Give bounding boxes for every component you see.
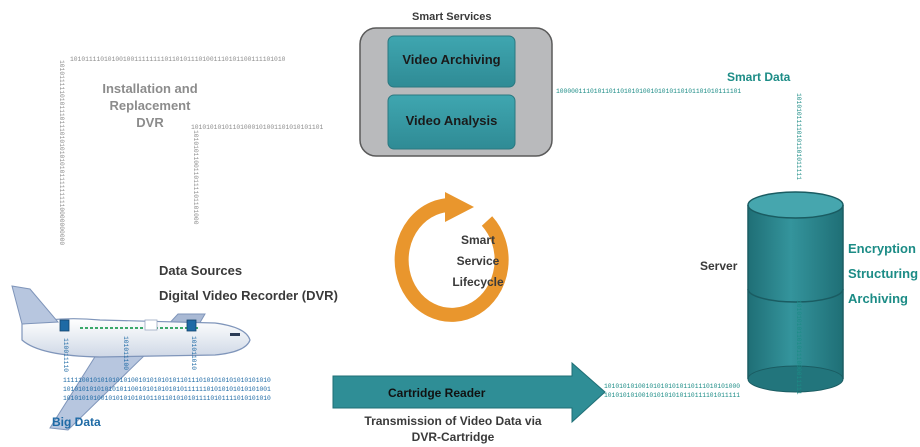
data-sources-label: Data Sources [159,263,243,278]
bits-right-row1: 101010101001010101010110111010101000 [604,383,741,390]
transmission-label: Transmission of Video Data via DVR-Cartr… [355,413,551,445]
bits-mid-gray-vertical: 1010101100110111101101000 [192,130,199,225]
archiving-label: Archiving [848,291,908,306]
big-data-label: Big Data [52,415,101,429]
bits-plane-3: 101011010 [190,336,197,371]
video-analysis-label: Video Analysis [405,113,498,128]
installation-line1: Installation and [102,81,198,96]
server-cylinder-icon [747,191,844,393]
lifecycle-arrow-icon [394,192,509,322]
bits-big-data-row3: 1010101010010101010101011011010101011110… [63,395,271,402]
bits-server-bottom-vertical: 1010101011010111000011111 [795,300,802,395]
dvr-label: Digital Video Recorder (DVR) [159,288,338,303]
installation-line2: Replacement [109,98,191,113]
lifecycle-label: Smart Service Lifecycle [433,230,523,293]
server-functions: Encryption Structuring Archiving [848,236,918,311]
lifecycle-line2: Service [456,254,500,268]
bits-big-data-row1: 1111100101010101010010101010101101110101… [63,377,271,384]
cartridge-reader-label: Cartridge Reader [388,386,486,400]
bits-right-row2: 101010101001010101010110111101011111 [604,392,741,399]
bits-top-gray-vertical: 1010111110101110111010101010101111111110… [58,60,65,246]
bits-big-data-row2: 1010101010101010110010101010101011111101… [63,386,271,393]
video-archiving-box [387,35,516,88]
bits-mid-gray: 10101010101101000101001101010101101 [191,124,324,131]
smart-data-label: Smart Data [727,70,791,84]
transmission-line1: Transmission of Video Data via [364,414,542,428]
installation-line3: DVR [136,115,164,130]
installation-label: Installation and Replacement DVR [86,80,214,131]
video-archiving-label: Video Archiving [402,52,501,67]
airplane-icon [11,285,251,431]
bits-top-gray: 1010111101010010011111111011010111010011… [70,56,286,63]
encryption-label: Encryption [848,241,916,256]
transmission-line2: DVR-Cartridge [411,430,495,444]
lifecycle-line3: Lifecycle [452,275,504,289]
structuring-label: Structuring [848,266,919,281]
cartridge-reader-arrow [332,361,606,424]
server-label: Server [700,259,738,273]
bits-plane-2: 101011100 [122,336,129,371]
lifecycle-line1: Smart [460,233,495,247]
smart-services-title: Smart Services [412,11,492,23]
bits-plane-1: 110011110 [62,338,69,373]
video-analysis-box [387,94,516,150]
bits-smart-data-row: 1000001110101101101010100101010110101101… [556,88,742,95]
bits-smart-data-vertical: 10101011110101101011111 [795,93,802,180]
